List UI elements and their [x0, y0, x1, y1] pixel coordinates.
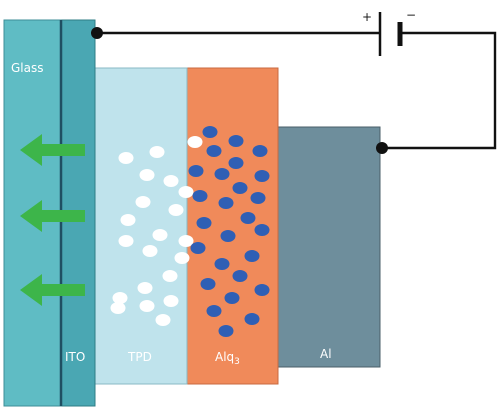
electron	[200, 278, 216, 290]
electron	[218, 197, 234, 209]
light-arrow-icon	[20, 200, 85, 232]
hole	[137, 282, 153, 294]
electron	[192, 190, 208, 202]
hole	[163, 175, 179, 187]
electron	[244, 250, 260, 262]
light-emission-arrows	[20, 134, 85, 306]
hole	[155, 314, 171, 326]
hole	[139, 169, 155, 181]
al-layer	[277, 126, 381, 368]
hole	[168, 204, 184, 216]
alq3-label: Alq3	[215, 350, 240, 367]
holes	[110, 136, 203, 326]
tpd-label: TPD	[127, 350, 152, 364]
electron	[250, 192, 266, 204]
electron	[228, 135, 244, 147]
electrons	[188, 126, 270, 337]
electron	[254, 224, 270, 236]
hole	[178, 186, 194, 198]
hole	[187, 136, 203, 148]
light-arrow-icon	[20, 274, 85, 306]
alq3-label-main: Alq	[215, 350, 234, 364]
electron	[252, 145, 268, 157]
glass-label: Glass	[11, 61, 44, 75]
electron	[190, 242, 206, 254]
electron	[220, 230, 236, 242]
alq3-label-subscript: 3	[234, 357, 240, 367]
electron	[218, 325, 234, 337]
light-arrow-icon	[20, 134, 85, 166]
electron	[214, 258, 230, 270]
electron	[254, 170, 270, 182]
battery-minus-label: −	[406, 8, 416, 22]
electron	[240, 212, 256, 224]
electron	[228, 157, 244, 169]
battery-plus-label: +	[362, 10, 372, 24]
ito-label: ITO	[65, 350, 85, 364]
tpd-layer	[94, 67, 188, 385]
hole	[152, 229, 168, 241]
electron	[244, 313, 260, 325]
hole	[178, 235, 194, 247]
electron	[254, 284, 270, 296]
electron	[206, 305, 222, 317]
electron	[188, 165, 204, 177]
al-label: Al	[320, 347, 332, 361]
ito-contact-dot	[91, 27, 103, 39]
electron	[196, 217, 212, 229]
hole	[112, 292, 128, 304]
hole	[139, 300, 155, 312]
hole	[142, 245, 158, 257]
hole	[162, 270, 178, 282]
electron	[224, 292, 240, 304]
circuit-wires	[96, 31, 497, 150]
electron	[214, 168, 230, 180]
hole	[120, 214, 136, 226]
al-contact-dot	[376, 142, 388, 154]
electron	[232, 182, 248, 194]
hole	[135, 196, 151, 208]
electron	[206, 145, 222, 157]
hole	[110, 302, 126, 314]
electron	[202, 126, 218, 138]
wire-right	[383, 31, 497, 150]
hole	[174, 252, 190, 264]
electron	[232, 270, 248, 282]
hole	[118, 235, 134, 247]
hole	[163, 295, 179, 307]
hole	[149, 146, 165, 158]
battery-icon: + −	[362, 8, 416, 56]
hole	[118, 152, 134, 164]
